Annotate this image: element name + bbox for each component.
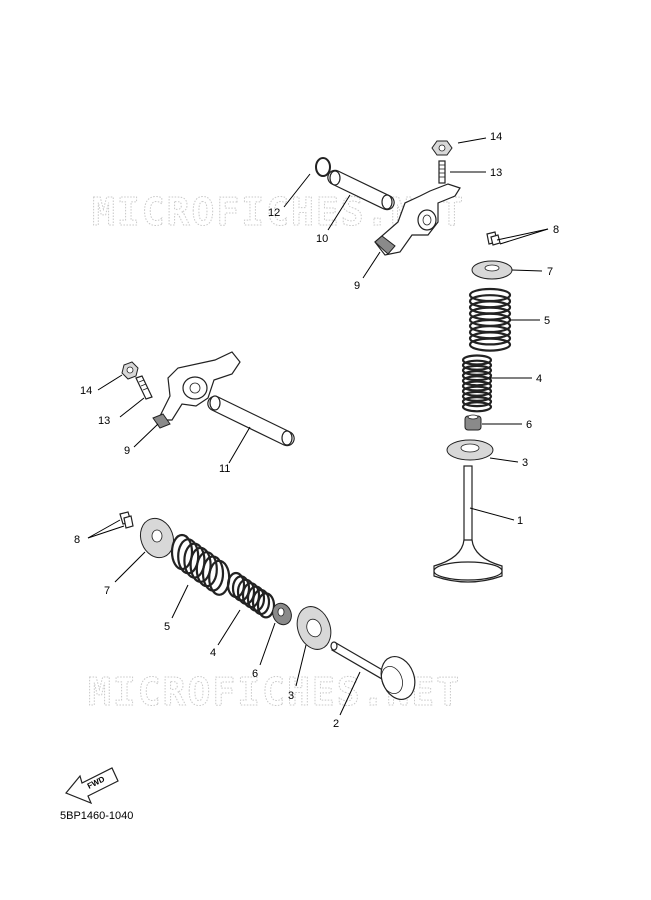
valve-part-2 xyxy=(330,641,416,700)
callout-6-upper: 6 xyxy=(526,419,532,431)
diagram-code: 5BP1460-1040 xyxy=(60,810,134,822)
callout-11: 11 xyxy=(219,463,230,475)
spring-coil xyxy=(208,559,231,596)
callout-10: 10 xyxy=(316,233,328,245)
rocker-shaft-part-11 xyxy=(207,395,295,447)
inner-spring-part-4-lower xyxy=(226,571,276,619)
spring-coil xyxy=(461,375,493,387)
rocker-shaft-part-10 xyxy=(327,169,395,211)
valve-part-1 xyxy=(433,465,503,583)
callout-14-lower: 14 xyxy=(80,385,92,397)
outer-spring-part-5-upper xyxy=(468,287,512,352)
nut-part-14-lower xyxy=(121,361,139,380)
outer-spring-part-5-lower xyxy=(170,533,231,596)
callout-8-upper: 8 xyxy=(553,224,559,236)
spring-coil xyxy=(461,396,493,408)
spring-retainer-part-7-lower xyxy=(139,517,175,559)
spring-coil xyxy=(461,364,493,376)
callout-12: 12 xyxy=(268,207,280,219)
spring-seat-part-3-upper xyxy=(446,439,494,461)
callout-9-upper: 9 xyxy=(354,280,360,292)
callout-7-upper: 7 xyxy=(547,266,553,278)
spring-coil xyxy=(461,380,493,392)
spring-retainer-part-7-upper xyxy=(471,260,513,280)
valve-cotters-part-8-upper xyxy=(486,231,501,246)
inner-spring-part-4-upper xyxy=(461,354,493,413)
spring-coil xyxy=(461,401,493,413)
callout-9-lower: 9 xyxy=(124,445,130,457)
rocker-arm-part-9-lower xyxy=(152,351,241,429)
callout-7-lower: 7 xyxy=(104,585,110,597)
spring-coil xyxy=(461,354,493,366)
nut-part-14-upper xyxy=(431,140,453,156)
o-ring-part-12 xyxy=(315,157,331,177)
stem-seal-part-6-upper xyxy=(464,414,482,431)
forward-direction-arrow: FWD xyxy=(65,767,119,805)
spring-coil xyxy=(468,337,512,352)
callout-6-lower: 6 xyxy=(252,668,258,680)
valve-cotters-part-8-lower xyxy=(119,511,134,529)
stem-seal-part-6-lower xyxy=(272,602,292,626)
callout-2: 2 xyxy=(333,718,339,730)
callout-3-lower: 3 xyxy=(288,690,294,702)
spring-coil xyxy=(468,331,512,346)
callout-13-lower: 13 xyxy=(98,415,110,427)
adjuster-screw-part-13-upper xyxy=(438,160,446,184)
adjuster-screw-part-13-lower xyxy=(135,375,153,400)
spring-coil xyxy=(461,359,493,371)
spring-seat-part-3-lower xyxy=(296,606,332,650)
callout-4-lower: 4 xyxy=(210,647,216,659)
spring-coil xyxy=(461,385,493,397)
callout-1: 1 xyxy=(517,515,523,527)
callout-13-upper: 13 xyxy=(490,167,502,179)
callout-3-upper: 3 xyxy=(522,457,528,469)
callout-5-lower: 5 xyxy=(164,621,170,633)
callout-4-upper: 4 xyxy=(536,373,542,385)
callout-14-upper: 14 xyxy=(490,131,502,143)
spring-coil xyxy=(256,592,276,619)
rocker-arm-part-9-upper xyxy=(374,183,461,256)
callout-5-upper: 5 xyxy=(544,315,550,327)
callout-8-lower: 8 xyxy=(74,534,80,546)
spring-coil xyxy=(461,390,493,402)
spring-coil xyxy=(461,370,493,382)
